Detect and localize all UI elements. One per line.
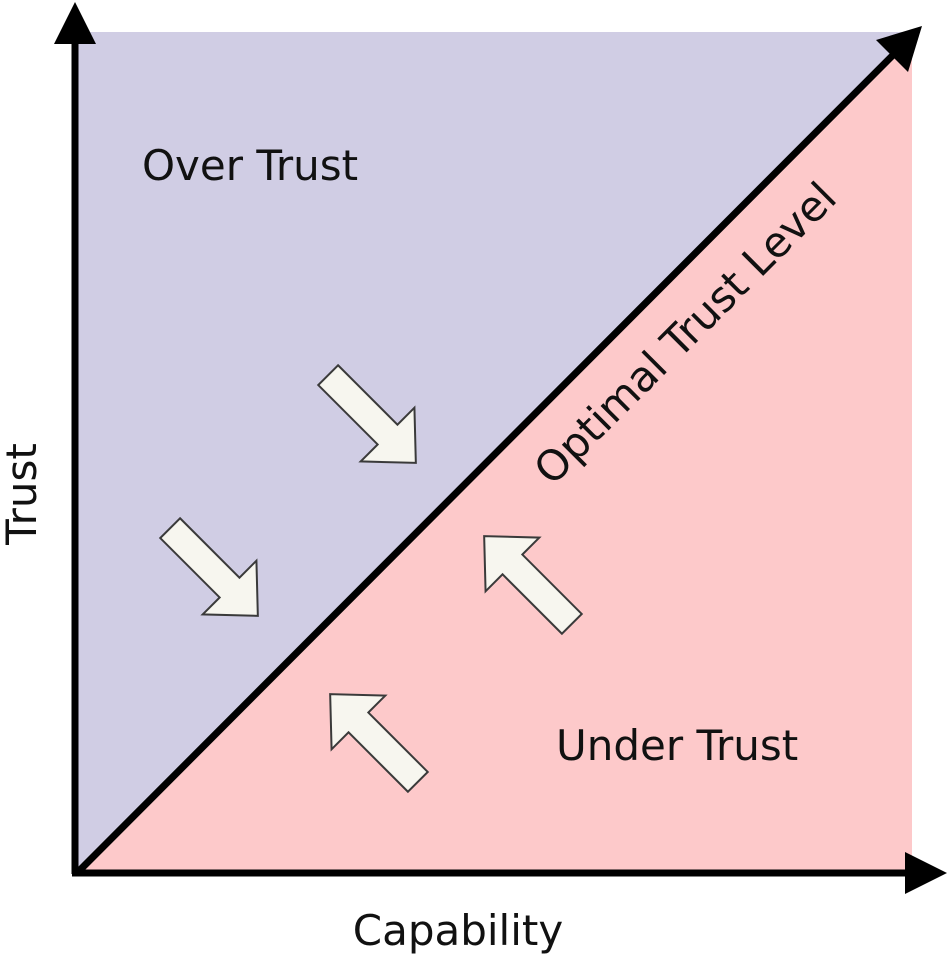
adjust-arrow-over-1 — [316, 363, 417, 464]
under-trust-label: Under Trust — [556, 721, 798, 770]
optimal-line-arrowhead-icon — [876, 26, 922, 72]
adjust-arrow-over-2 — [158, 516, 259, 617]
y-axis-arrowhead-icon — [54, 2, 96, 44]
x-axis-label: Capability — [353, 906, 563, 955]
adjust-arrow-under-1 — [483, 535, 584, 636]
y-axis-label: Trust — [0, 443, 46, 546]
x-axis-arrowhead-icon — [905, 852, 947, 894]
over-trust-label: Over Trust — [142, 141, 358, 190]
block-arrow-icon — [158, 516, 259, 617]
block-arrow-icon — [316, 363, 417, 464]
block-arrow-icon — [483, 535, 584, 636]
adjust-arrow-under-2 — [329, 693, 430, 794]
block-arrow-icon — [329, 693, 430, 794]
optimal-trust-line — [74, 46, 902, 876]
